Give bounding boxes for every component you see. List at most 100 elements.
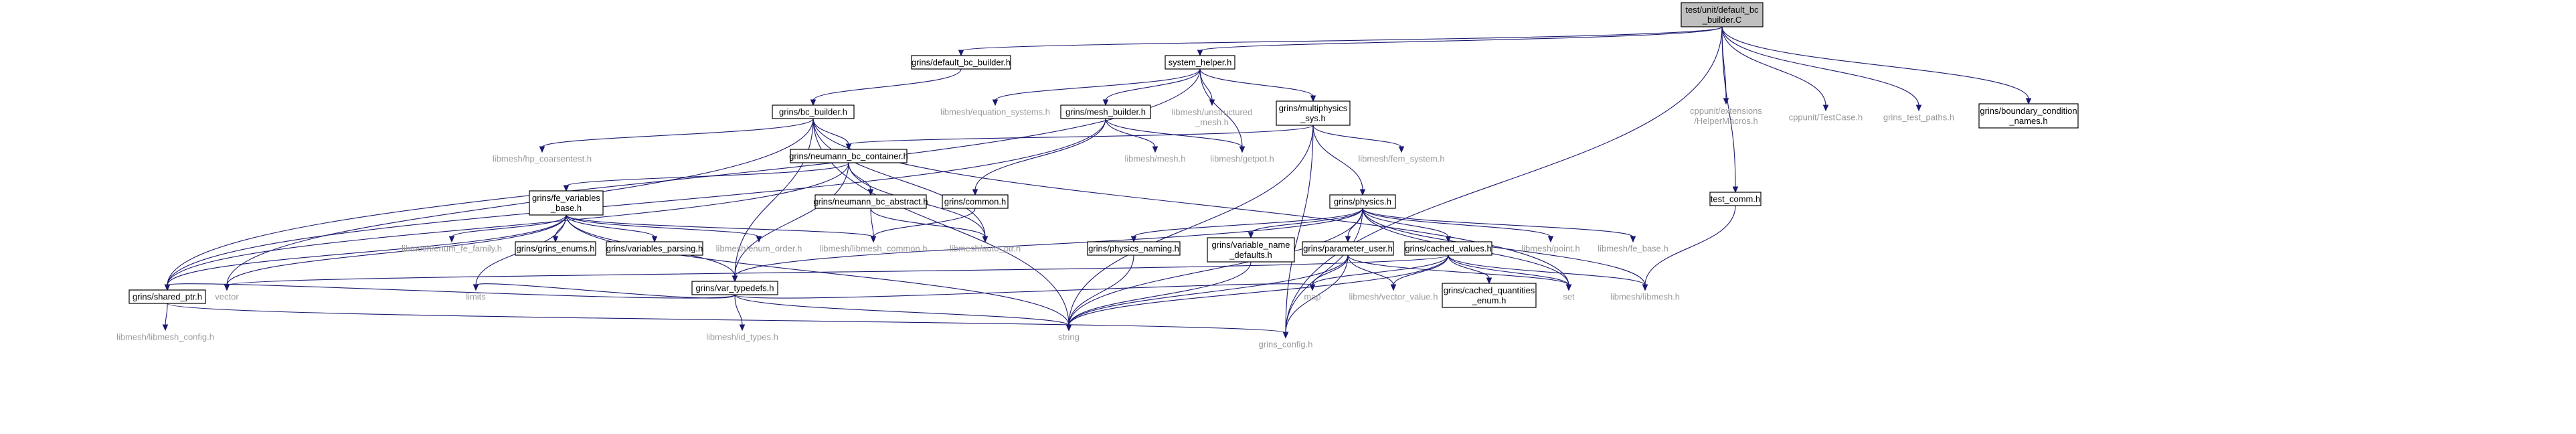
node-label-libmesh_point: libmesh/point.h [1521, 244, 1579, 254]
edge-grins_physics-to-physics_naming [1133, 208, 1363, 238]
node-label-string: string [1058, 332, 1080, 342]
node-label-mesh_builder: grins/mesh_builder.h [1065, 107, 1146, 117]
nodes-layer: test/unit/default_bc_builder.C grins/defa… [116, 2, 2079, 350]
node-label-grins_config: grins_config.h [1259, 340, 1313, 350]
node-variable_name_defaults[interactable]: grins/variable_name_defaults.h [1207, 237, 1295, 263]
node-label-cppunit_helper: /HelperMacros.h [1694, 116, 1757, 126]
edge-fe_variables_base-to-libmesh_common [566, 214, 874, 238]
arrowhead-var_typedefs-to-map [1309, 284, 1316, 291]
node-fe_variables_base[interactable]: grins/fe_variables_base.h [529, 190, 604, 216]
node-neumann_bc_container[interactable]: grins/neumann_bc_container.h [789, 149, 908, 163]
node-variables_parsing[interactable]: grins/variables_parsing.h [606, 241, 703, 256]
node-label-getpot: libmesh/getpot.h [1210, 154, 1274, 164]
node-var_typedefs[interactable]: grins/var_typedefs.h [691, 281, 778, 295]
edge-neumann_bc_container-to-neumann_bc_abstract [848, 162, 871, 191]
node-physics_naming[interactable]: grins/physics_naming.h [1087, 241, 1181, 256]
node-grins_test_paths[interactable]: grins_test_paths.h [1883, 113, 1954, 123]
node-neumann_bc_abstract[interactable]: grins/neumann_bc_abstract.h [813, 194, 928, 209]
node-equation_systems[interactable]: libmesh/equation_systems.h [940, 107, 1050, 117]
node-boundary_names[interactable]: grins/boundary_condition_names.h [1978, 103, 2079, 129]
node-vector[interactable]: vector [215, 292, 239, 302]
node-default_bc_builder[interactable]: grins/default_bc_builder.h [911, 55, 1011, 70]
arrowhead-neumann_bc_container-to-fe_variables_base [563, 185, 570, 192]
arrowhead-root-to-grins_test_paths [1915, 104, 1922, 112]
node-auto_ptr[interactable]: libmesh/auto_ptr.h [950, 244, 1021, 254]
edge-fe_variables_base-to-grins_enums [555, 214, 567, 238]
node-vector_value[interactable]: libmesh/vector_value.h [1349, 292, 1438, 302]
node-box-neumann_bc_container [790, 149, 908, 163]
node-label-vector: vector [215, 292, 239, 302]
node-hp_coarsentest[interactable]: libmesh/hp_coarsentest.h [493, 154, 592, 164]
node-label-neumann_bc_abstract: grins/neumann_bc_abstract.h [813, 197, 928, 207]
edge-grins_physics-to-var_typedefs [734, 208, 1363, 277]
node-libmesh_mesh[interactable]: libmesh/mesh.h [1124, 154, 1185, 164]
edge-cached_values-to-cached_quantities_enum [1448, 255, 1490, 279]
node-multiphysics_sys[interactable]: grins/multiphysics_sys.h [1276, 100, 1351, 126]
arrowhead-multiphysics_sys-to-grins_physics [1359, 189, 1366, 196]
node-root[interactable]: test/unit/default_bc_builder.C [1681, 2, 1764, 27]
node-libmesh_common[interactable]: libmesh/libmesh_common.h [819, 244, 927, 254]
edge-parameter_user-to-string [1068, 255, 1349, 326]
arrowhead-fe_variables_base-to-variables_parsing [651, 236, 658, 243]
edge-root-to-boundary_names [1721, 26, 2029, 100]
node-grins_enums[interactable]: grins/grins_enums.h [515, 241, 596, 256]
node-label-root: test/unit/default_bc [1685, 5, 1759, 15]
node-cached_quantities_enum[interactable]: grins/cached_quantities_enum.h [1442, 283, 1537, 308]
edge-fe_variables_base-to-enum_order [566, 214, 760, 238]
node-box-fe_variables_base [529, 190, 604, 216]
node-shared_ptr[interactable]: grins/shared_ptr.h [128, 289, 206, 304]
node-mesh_builder[interactable]: grins/mesh_builder.h [1060, 104, 1151, 119]
arrowhead-system_helper-to-equation_systems [992, 99, 999, 106]
node-enum_fe_family[interactable]: libmesh/enum_fe_family.h [402, 244, 502, 254]
edge-multiphysics_sys-to-grins_physics [1312, 125, 1363, 191]
edge-neumann_bc_container-to-shared_ptr [167, 162, 849, 286]
node-parameter_user[interactable]: grins/parameter_user.h [1302, 241, 1394, 256]
node-box-default_bc_builder [911, 55, 1011, 70]
node-label-root: _builder.C [1702, 15, 1742, 25]
edge-bc_builder-to-hp_coarsentest [541, 118, 814, 148]
node-system_helper[interactable]: system_helper.h [1165, 55, 1235, 70]
node-box-root [1681, 2, 1764, 27]
edge-root-to-grins_config [1285, 26, 1723, 334]
node-grins_config[interactable]: grins_config.h [1259, 340, 1313, 350]
node-limits[interactable]: limits [466, 292, 486, 302]
node-libmesh_point[interactable]: libmesh/point.h [1521, 244, 1579, 254]
node-label-grins_common: grins/common.h [944, 197, 1006, 207]
node-bc_builder[interactable]: grins/bc_builder.h [772, 104, 855, 119]
arrowhead-fe_variables_base-to-enum_order [756, 236, 762, 243]
node-unstructured_mesh[interactable]: libmesh/unstructured_mesh.h [1172, 107, 1253, 127]
edge-fe_variables_base-to-variables_parsing [566, 214, 655, 238]
arrowhead-cached_values-to-cached_quantities_enum [1486, 277, 1492, 285]
node-cppunit_helper[interactable]: cppunit/extensions/HelperMacros.h [1690, 106, 1762, 126]
arrowhead-fe_variables_base-to-enum_fe_family [448, 236, 455, 243]
node-label-limits: limits [466, 292, 486, 302]
edge-test_comm-to-libmesh_libmesh [1644, 205, 1736, 286]
node-map[interactable]: map [1304, 292, 1320, 302]
arrowhead-fe_variables_base-to-grins_enums [552, 236, 559, 243]
node-enum_order[interactable]: libmesh/enum_order.h [716, 244, 802, 254]
node-grins_common[interactable]: grins/common.h [942, 194, 1009, 209]
node-fe_base[interactable]: libmesh/fe_base.h [1598, 244, 1668, 254]
edge-fe_variables_base-to-enum_fe_family [451, 214, 567, 238]
arrowhead-grins_physics-to-var_typedefs [732, 275, 738, 283]
edge-shared_ptr-to-libmesh_config [165, 303, 168, 326]
node-cppunit_testcase[interactable]: cppunit/TestCase.h [1789, 113, 1863, 123]
edge-cached_values-to-libmesh_libmesh [1448, 255, 1646, 286]
node-test_comm[interactable]: test_comm.h [1709, 192, 1762, 206]
node-string[interactable]: string [1058, 332, 1080, 342]
node-getpot[interactable]: libmesh/getpot.h [1210, 154, 1274, 164]
node-cached_values[interactable]: grins/cached_values.h [1404, 241, 1492, 256]
node-id_types[interactable]: libmesh/id_types.h [706, 332, 778, 342]
arrowhead-bc_builder-to-hp_coarsentest [539, 146, 545, 153]
node-libmesh_libmesh[interactable]: libmesh/libmesh.h [1610, 292, 1680, 302]
node-grins_physics[interactable]: grins/physics.h [1329, 194, 1396, 209]
node-label-variables_parsing: grins/variables_parsing.h [606, 244, 703, 254]
node-fem_system[interactable]: libmesh/fem_system.h [1358, 154, 1444, 164]
edge-var_typedefs-to-shared_ptr [167, 283, 736, 299]
node-label-equation_systems: libmesh/equation_systems.h [940, 107, 1050, 117]
edge-neumann_bc_abstract-to-auto_ptr [870, 208, 986, 238]
edge-parameter_user-to-vector_value [1347, 255, 1394, 286]
node-libmesh_config[interactable]: libmesh/libmesh_config.h [116, 332, 214, 342]
node-set[interactable]: set [1563, 292, 1575, 302]
edge-variable_name_defaults-to-string [1068, 261, 1252, 326]
